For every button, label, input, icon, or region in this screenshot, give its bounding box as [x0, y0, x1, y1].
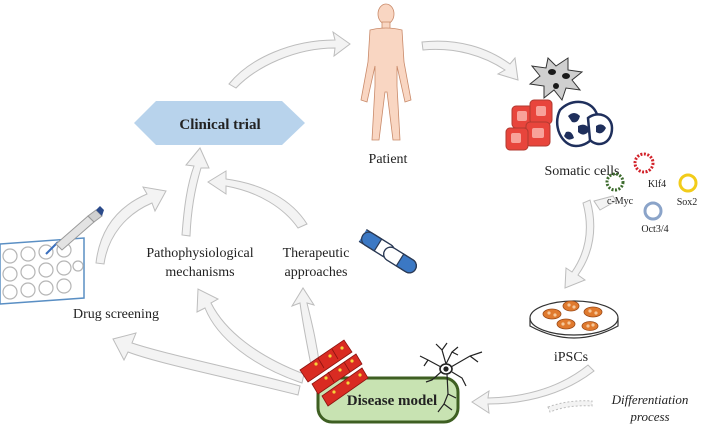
somatic-cells-label: Somatic cells	[544, 164, 619, 179]
factor-cmyc-label: c-Myc	[607, 196, 634, 207]
thera-label-line2: approaches	[285, 265, 348, 280]
disease-model-node: Disease model	[299, 339, 460, 424]
patho-label-line1: Pathophysiological	[146, 246, 253, 261]
arrow-disease-to-patho	[196, 288, 305, 384]
sox2-plasmid-icon	[678, 173, 698, 193]
spiky-cell	[528, 56, 584, 102]
klf4-plasmid-icon	[633, 152, 655, 174]
clinical-trial-label: Clinical trial	[179, 117, 260, 133]
well-plate-pipette-icon	[0, 206, 104, 305]
somatic-cells-icon	[505, 56, 614, 151]
reprogramming-factors	[605, 152, 698, 221]
differentiation-label-line2: process	[629, 409, 669, 424]
arrow-ipsc-to-disease	[471, 364, 595, 414]
neuron-icon	[419, 342, 483, 413]
clinical-trial-hexagon	[134, 101, 305, 145]
arrow-patient-to-somatic	[421, 40, 519, 81]
petri-dish-icon	[529, 300, 619, 339]
factor-sox2-label: Sox2	[677, 197, 698, 208]
disease-model-label: Disease model	[347, 393, 437, 409]
cmyc-plasmid-icon	[605, 172, 625, 192]
arrow-thera-to-trial	[207, 170, 308, 229]
arrow-trial-to-patient	[228, 30, 351, 89]
patho-label-line2: mechanisms	[165, 265, 234, 280]
arrow-disease-to-drug	[112, 332, 301, 396]
oct34-plasmid-icon	[643, 201, 663, 221]
arrow-factors-to-dish	[593, 195, 617, 211]
pipette-icon	[45, 206, 104, 255]
ipscs-label: iPSCs	[554, 350, 588, 365]
blue-cells	[555, 100, 614, 148]
cycle-arrows	[95, 30, 617, 414]
arrow-differentiation-tail	[547, 400, 593, 413]
human-body-icon	[360, 3, 412, 141]
factor-klf4-label: Klf4	[648, 179, 666, 190]
patient-label: Patient	[369, 152, 408, 167]
arrow-somatic-to-ipsc	[564, 199, 595, 289]
clinical-trial-node: Clinical trial	[134, 101, 305, 145]
cardiomyocyte-icon	[299, 339, 369, 407]
arrow-patho-to-trial	[181, 147, 210, 237]
drug-screening-label: Drug screening	[73, 307, 159, 322]
disease-model-box	[316, 376, 460, 424]
capsule-icon	[358, 229, 417, 274]
differentiation-label-line1: Differentiation	[611, 392, 689, 407]
factor-oct34-label: Oct3/4	[641, 224, 668, 235]
thera-label-line1: Therapeutic	[283, 246, 350, 261]
arrow-disease-to-thera	[290, 287, 321, 371]
arrow-drug-to-trial	[95, 186, 167, 265]
ipsc-colonies	[542, 300, 603, 331]
